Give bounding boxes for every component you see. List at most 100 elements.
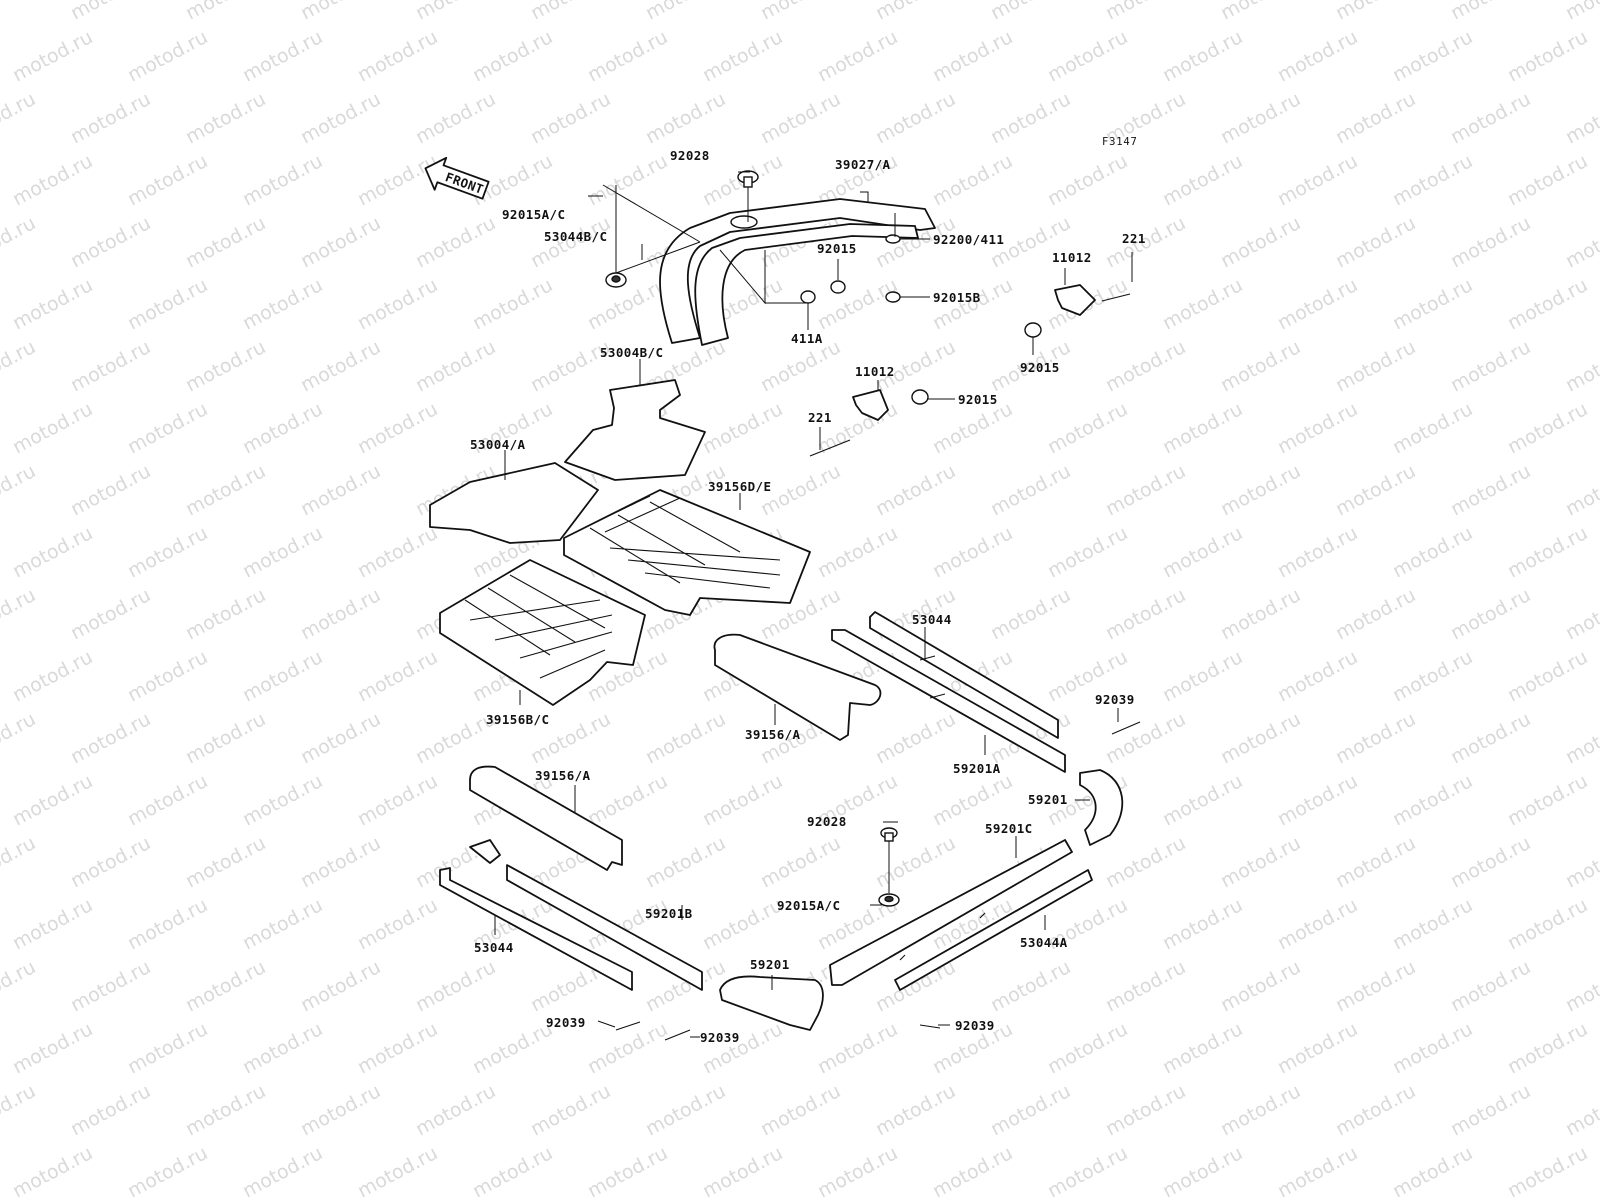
watermark-text: motod.ru bbox=[297, 708, 384, 768]
watermark-text: motod.ru bbox=[354, 522, 441, 582]
watermark-text: motod.ru bbox=[1044, 522, 1131, 582]
watermark-text: motod.ru bbox=[1504, 398, 1591, 458]
watermark-text: motod.ru bbox=[1332, 708, 1419, 768]
watermark-text: motod.ru bbox=[1159, 26, 1246, 86]
watermark-text: motod.ru bbox=[9, 1142, 96, 1200]
watermark-text: motod.ru bbox=[469, 1142, 556, 1200]
watermark-text: motod.ru bbox=[297, 956, 384, 1016]
watermark-text: motod.ru bbox=[1274, 1142, 1361, 1200]
watermark-text: motod.ru bbox=[757, 832, 844, 892]
watermark-text: motod.ru bbox=[182, 832, 269, 892]
watermark-text: motod.ru bbox=[1447, 460, 1534, 520]
watermark-text: motod.ru bbox=[1332, 832, 1419, 892]
watermark-text: motod.ru bbox=[67, 336, 154, 396]
watermark-text: motod.ru bbox=[1504, 274, 1591, 334]
label-53044a: 53044A bbox=[1020, 935, 1068, 950]
watermark-text: motod.ru bbox=[1217, 1080, 1304, 1140]
label-11012-top: 11012 bbox=[1052, 250, 1092, 265]
watermark-text: motod.ru bbox=[239, 522, 326, 582]
watermark-text: motod.ru bbox=[0, 832, 39, 892]
watermark-text: motod.ru bbox=[1332, 0, 1419, 24]
watermark-text: motod.ru bbox=[1389, 1018, 1476, 1078]
leader-lines bbox=[494, 171, 1133, 1038]
watermark-text: motod.ru bbox=[1044, 1018, 1131, 1078]
watermark-text: motod.ru bbox=[527, 88, 614, 148]
watermark-text: motod.ru bbox=[872, 460, 959, 520]
watermark-text: motod.ru bbox=[124, 770, 211, 830]
watermark-text: motod.ru bbox=[987, 956, 1074, 1016]
watermark-text: motod.ru bbox=[9, 522, 96, 582]
watermark-text: motod.ru bbox=[0, 1080, 39, 1140]
watermark-text: motod.ru bbox=[1332, 584, 1419, 644]
watermark-text: motod.ru bbox=[987, 584, 1074, 644]
watermark-text: motod.ru bbox=[1044, 1142, 1131, 1200]
watermark-text: motod.ru bbox=[1102, 584, 1189, 644]
watermark-text: motod.ru bbox=[239, 274, 326, 334]
watermark-text: motod.ru bbox=[814, 522, 901, 582]
label-39156bc: 39156B/C bbox=[486, 712, 549, 727]
watermark-text: motod.ru bbox=[584, 1018, 671, 1078]
watermark-text: motod.ru bbox=[1447, 832, 1534, 892]
mat-53004a-part bbox=[429, 462, 599, 544]
watermark-text: motod.ru bbox=[699, 1142, 786, 1200]
rail-right-lower-part bbox=[829, 839, 1093, 991]
label-59201-right: 59201 bbox=[1028, 792, 1068, 807]
watermark-text: motod.ru bbox=[297, 1080, 384, 1140]
watermark-text: motod.ru bbox=[1504, 770, 1591, 830]
watermark-text: motod.ru bbox=[67, 708, 154, 768]
watermark-text: motod.ru bbox=[9, 646, 96, 706]
watermark-text: motod.ru bbox=[1274, 26, 1361, 86]
watermark-text: motod.ru bbox=[1447, 336, 1534, 396]
watermark-text: motod.ru bbox=[987, 88, 1074, 148]
watermark-text: motod.ru bbox=[1159, 1018, 1246, 1078]
watermark-text: motod.ru bbox=[239, 26, 326, 86]
watermark-text: motod.ru bbox=[872, 0, 959, 24]
watermark-text: motod.ru bbox=[699, 398, 786, 458]
watermark-text: motod.ru bbox=[182, 460, 269, 520]
label-92028-lower: 92028 bbox=[807, 814, 847, 829]
label-92028-top: 92028 bbox=[670, 148, 710, 163]
watermark-text: motod.ru bbox=[1159, 274, 1246, 334]
watermark-text: motod.ru bbox=[987, 0, 1074, 24]
watermark-text: motod.ru bbox=[239, 646, 326, 706]
watermark-text: motod.ru bbox=[642, 0, 729, 24]
watermark-text: motod.ru bbox=[814, 1018, 901, 1078]
watermark-text: motod.ru bbox=[642, 88, 729, 148]
watermark-text: motod.ru bbox=[1217, 460, 1304, 520]
watermark-text: motod.ru bbox=[1159, 646, 1246, 706]
watermark-text: motod.ru bbox=[67, 832, 154, 892]
watermark-text: motod.ru bbox=[182, 708, 269, 768]
label-92015-c: 92015 bbox=[958, 392, 998, 407]
watermark-text: motod.ru bbox=[1332, 956, 1419, 1016]
watermark-text: motod.ru bbox=[354, 646, 441, 706]
watermark-text: motod.ru bbox=[1102, 0, 1189, 24]
watermark-text: motod.ru bbox=[1389, 150, 1476, 210]
watermark-text: motod.ru bbox=[1504, 522, 1591, 582]
watermark-text: motod.ru bbox=[9, 398, 96, 458]
watermark-text: motod.ru bbox=[1044, 398, 1131, 458]
watermark-text: motod.ru bbox=[1274, 894, 1361, 954]
watermark-text: motod.ru bbox=[124, 274, 211, 334]
watermark-text: motod.ru bbox=[1159, 894, 1246, 954]
watermark-text: motod.ru bbox=[1562, 0, 1600, 24]
watermark-text: motod.ru bbox=[1389, 522, 1476, 582]
label-53044-upper: 53044 bbox=[912, 612, 952, 627]
watermark-text: motod.ru bbox=[584, 274, 671, 334]
corner-right-part bbox=[1079, 769, 1124, 846]
floor-panel-39156b-part bbox=[439, 559, 646, 706]
watermark-text: motod.ru bbox=[354, 1018, 441, 1078]
watermark-text: motod.ru bbox=[584, 150, 671, 210]
watermark-text: motod.ru bbox=[1562, 460, 1600, 520]
watermark-text: motod.ru bbox=[1447, 956, 1534, 1016]
label-59201c: 59201C bbox=[985, 821, 1033, 836]
watermark-text: motod.ru bbox=[297, 584, 384, 644]
watermark-text: motod.ru bbox=[469, 274, 556, 334]
label-92015b: 92015B bbox=[933, 290, 981, 305]
watermark-text: motod.ru bbox=[757, 88, 844, 148]
watermark-text: motod.ru bbox=[1102, 1080, 1189, 1140]
watermark-text: motod.ru bbox=[1217, 832, 1304, 892]
watermark-text: motod.ru bbox=[814, 1142, 901, 1200]
watermark-text: motod.ru bbox=[699, 770, 786, 830]
watermark-text: motod.ru bbox=[1217, 956, 1304, 1016]
